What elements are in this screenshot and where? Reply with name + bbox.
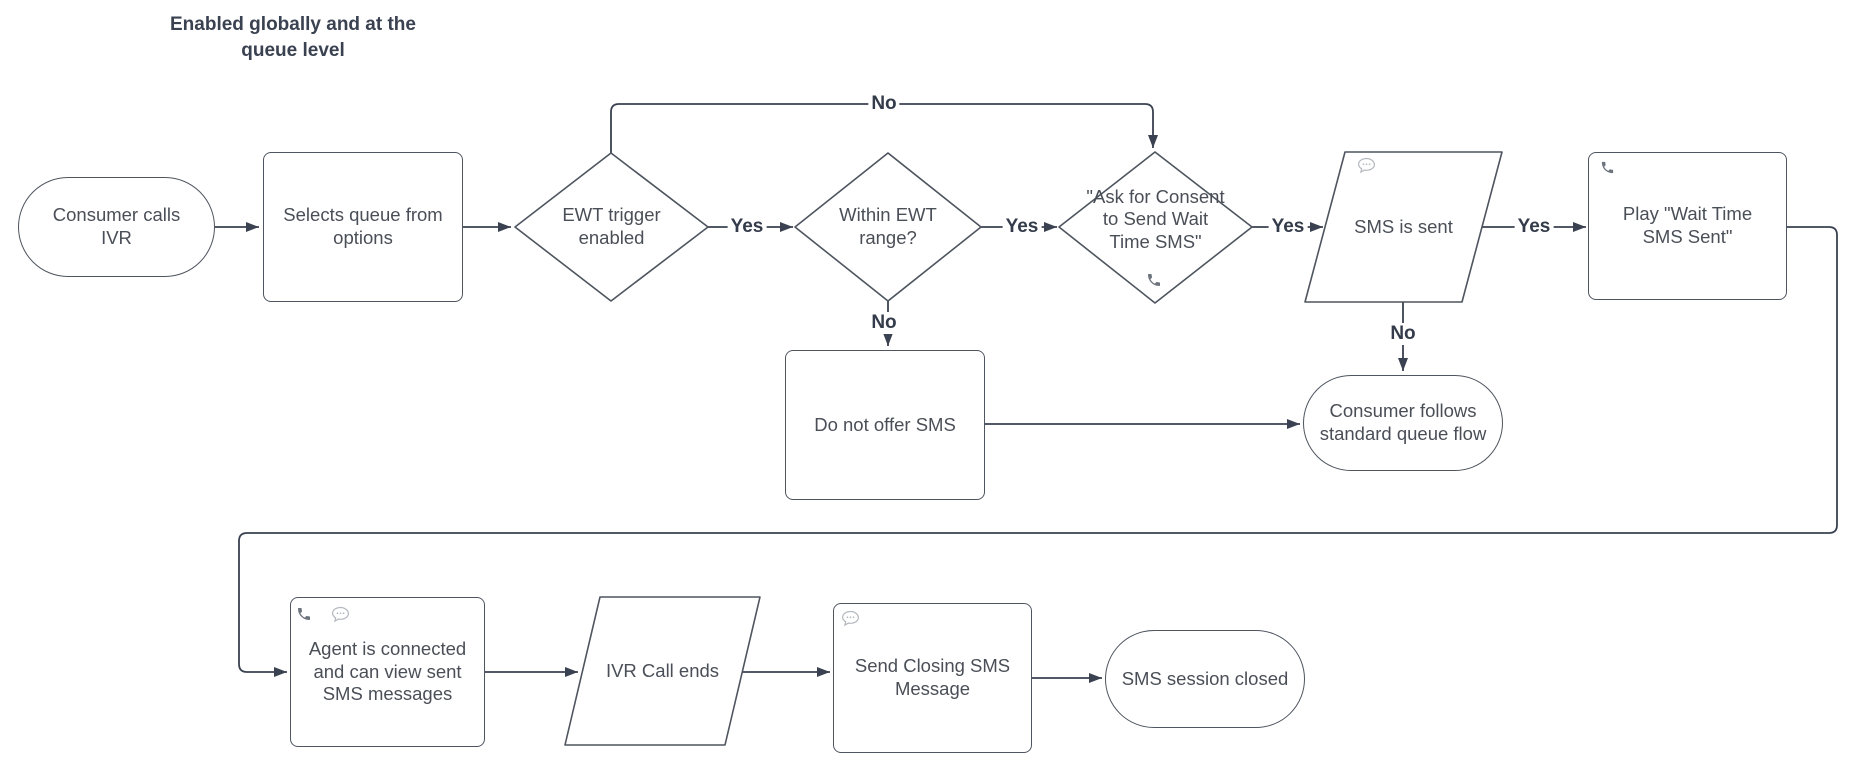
edge-label-yes: Yes bbox=[1002, 216, 1042, 238]
sms-bubble-icon bbox=[840, 608, 861, 629]
node-label: "Ask for Consent to Send Wait Time SMS" bbox=[1086, 185, 1225, 252]
node-label: SMS session closed bbox=[1121, 667, 1289, 689]
node-sms-session-closed[interactable]: SMS session closed bbox=[1105, 630, 1305, 728]
node-label: Play "Wait Time SMS Sent" bbox=[1622, 203, 1753, 247]
edge-label-no: No bbox=[868, 312, 900, 334]
node-consumer-follows[interactable]: Consumer follows standard queue flow bbox=[1303, 375, 1503, 471]
edge-play-to-agent bbox=[238, 226, 1838, 677]
node-within-ewt[interactable]: Within EWT range? bbox=[795, 153, 981, 301]
node-selects-queue[interactable]: Selects queue from options bbox=[263, 152, 463, 302]
node-sms-is-sent[interactable]: SMS is sent bbox=[1305, 152, 1502, 302]
node-label: Consumer calls IVR bbox=[52, 204, 181, 248]
node-label: Within EWT range? bbox=[839, 204, 937, 248]
node-ewt-trigger-shape[interactable] bbox=[514, 152, 709, 302]
node-agent-connected[interactable]: Agent is connected and can view sent SMS… bbox=[290, 597, 485, 747]
node-ask-consent[interactable]: "Ask for Consent to Send Wait Time SMS" bbox=[1059, 152, 1252, 303]
node-label: Send Closing SMS Message bbox=[854, 655, 1011, 699]
node-sms-is-sent-shape[interactable] bbox=[1304, 151, 1503, 303]
edge-label-yes: Yes bbox=[1268, 216, 1308, 238]
edge-label-yes: Yes bbox=[727, 216, 767, 238]
phone-icon bbox=[296, 606, 312, 622]
sms-bubble-icon bbox=[1356, 155, 1377, 176]
node-ask-consent-shape[interactable] bbox=[1058, 151, 1253, 304]
node-label: Do not offer SMS bbox=[814, 413, 956, 435]
node-ivr-call-ends[interactable]: IVR Call ends bbox=[565, 597, 760, 745]
node-consumer-calls-ivr[interactable]: Consumer calls IVR bbox=[18, 177, 215, 277]
node-ivr-call-ends-shape[interactable] bbox=[564, 596, 761, 746]
phone-icon bbox=[1146, 272, 1162, 288]
node-within-ewt-shape[interactable] bbox=[794, 152, 982, 302]
node-send-closing[interactable]: Send Closing SMS Message bbox=[833, 603, 1032, 753]
edge-label-no: No bbox=[1387, 323, 1419, 345]
sms-bubble-icon bbox=[330, 604, 351, 625]
node-ewt-trigger[interactable]: EWT trigger enabled bbox=[515, 153, 708, 301]
edge-label-no: No bbox=[868, 93, 900, 115]
node-label: Agent is connected and can view sent SMS… bbox=[308, 638, 467, 705]
node-label: Consumer follows standard queue flow bbox=[1319, 400, 1487, 444]
node-label: EWT trigger enabled bbox=[562, 204, 661, 248]
edge-label-yes: Yes bbox=[1514, 216, 1554, 238]
node-label: IVR Call ends bbox=[605, 659, 720, 681]
diagram-title: Enabled globally and at the queue level bbox=[170, 14, 416, 61]
node-play-wait-time[interactable]: Play "Wait Time SMS Sent" bbox=[1588, 152, 1787, 300]
node-label: SMS is sent bbox=[1354, 215, 1453, 237]
node-do-not-offer[interactable]: Do not offer SMS bbox=[785, 350, 985, 500]
node-label: Selects queue from options bbox=[283, 204, 443, 248]
phone-icon bbox=[1600, 160, 1615, 175]
